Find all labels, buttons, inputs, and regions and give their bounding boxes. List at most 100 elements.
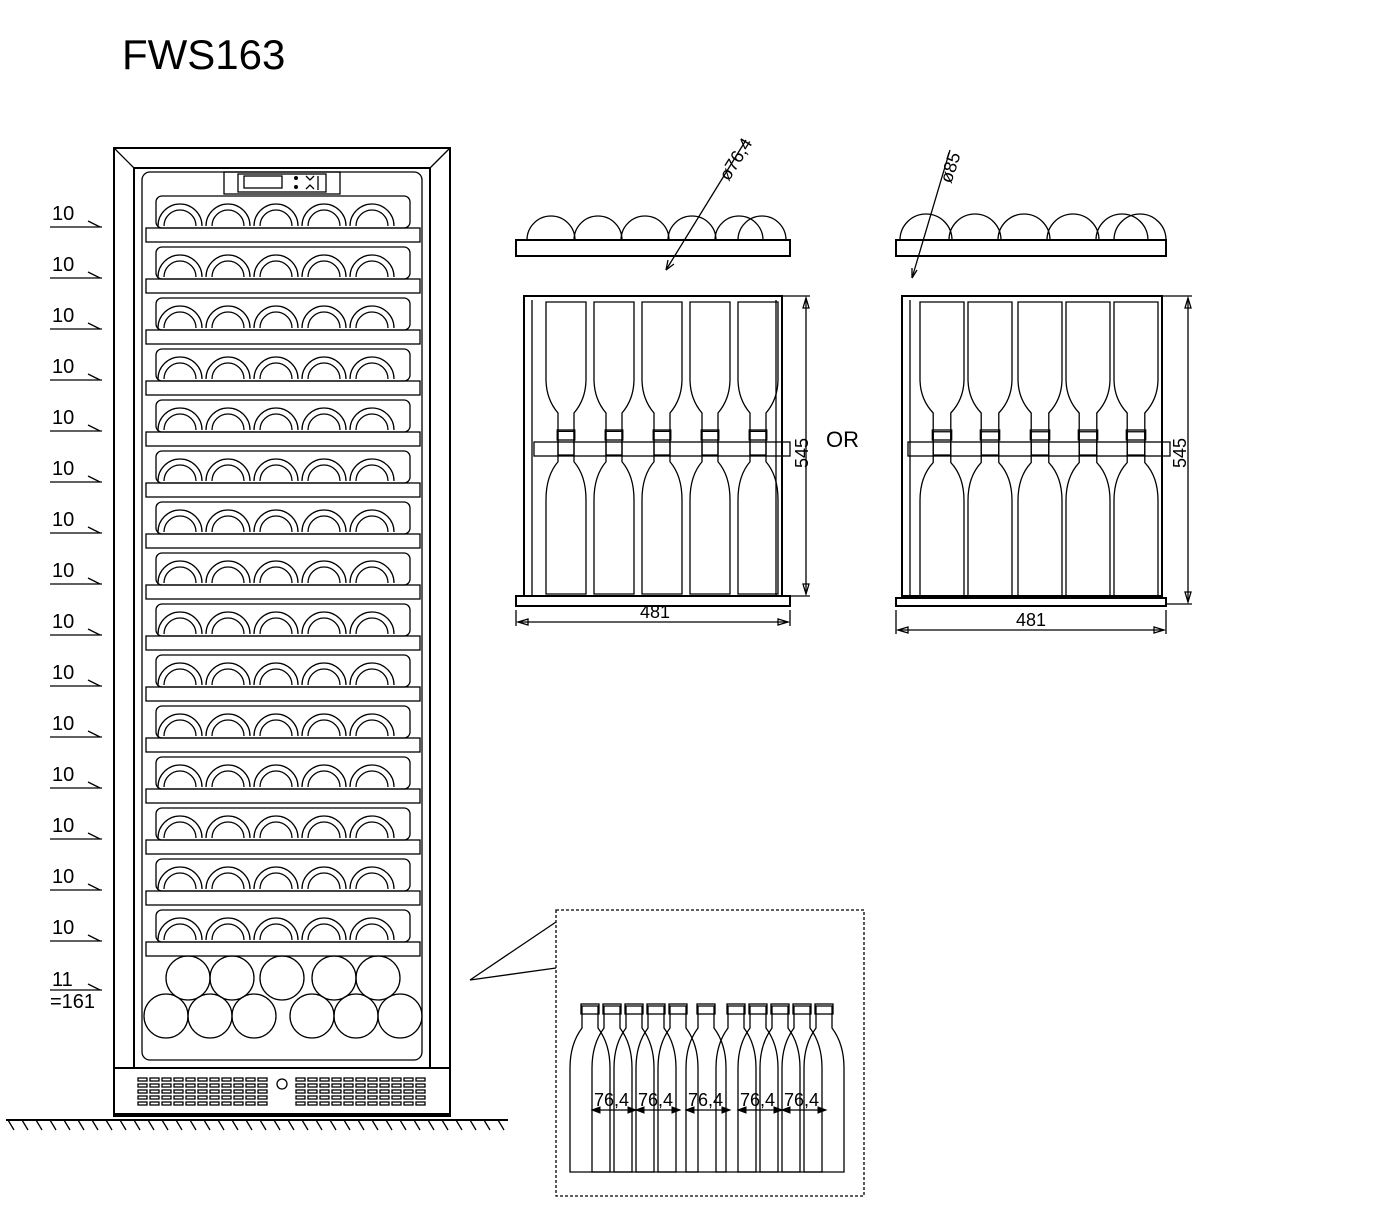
shelf — [145, 807, 421, 855]
or-label: OR — [826, 427, 859, 452]
shelves-group — [145, 195, 421, 957]
shelf-count: 10 — [52, 917, 74, 939]
shelf-count-label: 10 — [50, 713, 102, 738]
shelf-count: 10 — [52, 560, 74, 582]
shelf-top-view-1: ø76,4 — [515, 134, 791, 271]
shelf-count-label: 10 — [50, 356, 102, 381]
bottle — [967, 301, 1013, 597]
shelf-count-label: 10 — [50, 764, 102, 789]
shelf-count: 10 — [52, 458, 74, 480]
shelf — [145, 909, 421, 957]
shelf-count-label: 10 — [50, 203, 102, 228]
bottle — [591, 1003, 633, 1173]
shelf-count-label: 10 — [50, 407, 102, 432]
shelf — [145, 399, 421, 447]
bottle-end — [355, 955, 401, 1001]
diameter-label-2: ø85 — [936, 150, 965, 186]
shelf-count-label: 10 — [50, 509, 102, 534]
shelf — [145, 348, 421, 396]
spacing-label: 76,4 — [740, 1090, 775, 1110]
bottle — [545, 301, 587, 595]
bottle — [737, 301, 779, 595]
bottom-capacity-label: 11 =161 — [50, 969, 102, 1013]
bottle — [641, 301, 683, 595]
spacing-dimension: 76,4 — [684, 1090, 732, 1114]
bottom-bottles-group — [143, 955, 423, 1039]
bottle-end — [209, 955, 255, 1001]
bottle-end — [311, 955, 357, 1001]
bottle — [613, 1003, 655, 1173]
shelf-count-label: 10 — [50, 815, 102, 840]
bottle — [759, 1003, 801, 1173]
shelf-count: 10 — [52, 866, 74, 888]
bottle — [737, 1003, 779, 1173]
bottle-end — [165, 955, 211, 1001]
shelf — [145, 603, 421, 651]
bottle — [689, 301, 731, 595]
shelf — [145, 501, 421, 549]
floor — [6, 1119, 508, 1131]
drawing-title: FWS163 — [122, 31, 286, 78]
shelf-count: 10 — [52, 356, 74, 378]
shelf-side-view-2: 481 545 — [895, 295, 1192, 634]
cabinet-front-view — [6, 147, 508, 1131]
bottom-count: 11 — [52, 969, 73, 991]
bottle — [1017, 301, 1063, 597]
shelf-count: 10 — [52, 203, 74, 225]
shelf-count-label: 10 — [50, 917, 102, 942]
spacing-label: 76,4 — [638, 1090, 673, 1110]
width-label-2: 481 — [1016, 610, 1046, 630]
shelf-view-1: ø76,4 481 545 — [515, 134, 812, 626]
shelf-count-label: 10 — [50, 458, 102, 483]
spacing-dimension: 76,4 — [590, 1090, 638, 1114]
width-label-1: 481 — [640, 602, 670, 622]
bottle-end — [333, 993, 379, 1039]
shelf — [145, 756, 421, 804]
bottle-end — [289, 993, 335, 1039]
cabinet-base — [113, 1067, 451, 1115]
bottle-end — [259, 955, 305, 1001]
bottle — [657, 1003, 699, 1173]
shelf-count-label: 10 — [50, 662, 102, 687]
bottle — [569, 1003, 611, 1173]
shelf-count: 10 — [52, 509, 74, 531]
bottle — [593, 301, 635, 595]
total-count: =161 — [50, 991, 95, 1013]
control-panel — [223, 171, 341, 195]
shelf — [145, 195, 421, 243]
shelf — [145, 246, 421, 294]
spacing-dimension: 76,4 — [736, 1090, 784, 1114]
depth-label-1: 545 — [792, 438, 812, 468]
shelf-top-view-2: ø85 — [895, 150, 1167, 279]
spacing-label: 76,4 — [784, 1090, 819, 1110]
bottle — [781, 1003, 823, 1173]
bottle-end — [231, 993, 277, 1039]
shelf-count-label: 10 — [50, 254, 102, 279]
shelf — [145, 654, 421, 702]
bottle — [1113, 301, 1159, 597]
bottle — [685, 1003, 727, 1173]
bottle-end — [143, 993, 189, 1039]
ventilation-grille — [137, 1077, 426, 1106]
shelf-count: 10 — [52, 815, 74, 837]
shelf-count: 10 — [52, 407, 74, 429]
bottle — [919, 301, 965, 597]
bottle — [635, 1003, 677, 1173]
bottle — [803, 1003, 845, 1173]
shelf-count-label: 10 — [50, 866, 102, 891]
shelf-side-view-1: 481 545 — [515, 295, 812, 626]
shelf-count-label: 10 — [50, 611, 102, 636]
shelf-count: 10 — [52, 611, 74, 633]
shelf-count: 10 — [52, 713, 74, 735]
shelf-count: 10 — [52, 662, 74, 684]
shelf — [145, 705, 421, 753]
shelf-view-2: ø85 481 545 — [895, 150, 1192, 634]
shelf — [145, 552, 421, 600]
diameter-label-1: ø76,4 — [715, 134, 756, 184]
shelf — [145, 450, 421, 498]
spacing-dimension: 76,4 — [634, 1090, 682, 1114]
spacing-label: 76,4 — [688, 1090, 723, 1110]
